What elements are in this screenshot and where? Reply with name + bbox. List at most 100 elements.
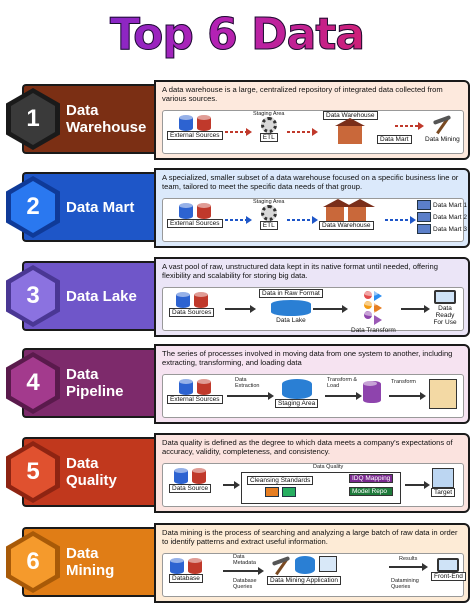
mart-icon bbox=[417, 212, 431, 222]
database-icon bbox=[196, 379, 211, 395]
chart-icon bbox=[281, 487, 296, 497]
flow-arrow bbox=[313, 305, 348, 313]
flow-arrow bbox=[225, 128, 252, 136]
database-node: Database bbox=[169, 558, 203, 583]
mapping-node: IDQ Mapping Model Repo bbox=[349, 474, 394, 496]
concept-panel: The series of processes involved in movi… bbox=[154, 344, 470, 424]
flow-arrow bbox=[385, 216, 416, 224]
flow-arrow bbox=[325, 392, 362, 400]
concept-panel: A specialized, smaller subset of a data … bbox=[154, 168, 470, 248]
page-title: Top 6 Data Concepts bbox=[0, 0, 474, 131]
number-badge: 5 bbox=[6, 441, 60, 503]
staging-area-node: Staging Area bbox=[275, 379, 319, 408]
gear-icon bbox=[260, 205, 277, 221]
flow-arrow bbox=[223, 567, 264, 575]
mart-icon bbox=[417, 200, 431, 210]
flow-arrow bbox=[225, 305, 256, 313]
database-icon bbox=[169, 558, 184, 574]
gear-icon bbox=[260, 117, 277, 133]
chart-icon bbox=[264, 487, 279, 497]
data-sources-node: Data Sources bbox=[169, 292, 215, 317]
front-end-node: Front-End bbox=[431, 558, 466, 581]
lake-icon bbox=[270, 300, 311, 316]
concept-description: A data warehouse is a large, centralized… bbox=[162, 85, 443, 104]
target-node: Target bbox=[431, 468, 456, 497]
report-icon bbox=[318, 556, 337, 572]
concept-panel: A data warehouse is a large, centralized… bbox=[154, 80, 470, 160]
data-transform-node: Data Transform bbox=[351, 290, 396, 334]
flow-diagram: Data Sources Data in Raw Format Data Lak… bbox=[162, 287, 464, 334]
flow-arrow bbox=[395, 122, 424, 130]
data-marts-node: Data Mart 1 Data Mart 2 Data Mart 3 bbox=[417, 200, 467, 234]
etl-node: Staging Area ETL bbox=[253, 199, 285, 230]
database-stack-icon bbox=[294, 556, 315, 574]
flow-arrow bbox=[405, 481, 430, 489]
arrow-icon bbox=[374, 303, 383, 313]
dot-icon bbox=[364, 301, 379, 309]
database-icon bbox=[178, 115, 193, 131]
dashboard-node bbox=[429, 379, 457, 409]
pickaxe-icon bbox=[432, 115, 452, 135]
data-source-node: Data Source bbox=[169, 468, 212, 493]
flow-arrow bbox=[223, 481, 240, 489]
data-mart-node: Data Mart bbox=[377, 135, 412, 144]
concept-panel: Data mining is the process of searching … bbox=[154, 523, 470, 603]
number-badge: 4 bbox=[6, 352, 60, 414]
data-lake-node: Data in Raw Format Data Lake bbox=[259, 289, 323, 324]
dot-icon bbox=[364, 311, 379, 319]
external-sources-node: External Sources bbox=[167, 115, 223, 140]
flow-arrow bbox=[287, 216, 318, 224]
cleansing-standards-node: Cleansing Standards bbox=[247, 476, 314, 497]
warehouse-icon bbox=[323, 199, 354, 221]
concept-panel: A vast pool of raw, unstructured data ke… bbox=[154, 257, 470, 337]
external-sources-node: External Sources bbox=[167, 203, 223, 228]
database-stack-icon bbox=[281, 379, 312, 399]
concept-description: Data quality is defined as the degree to… bbox=[162, 438, 453, 457]
flow-arrow bbox=[389, 563, 428, 571]
concept-description: A vast pool of raw, unstructured data ke… bbox=[162, 262, 438, 281]
flow-arrow bbox=[401, 305, 430, 313]
flow-arrow bbox=[227, 392, 274, 400]
concept-description: Data mining is the process of searching … bbox=[162, 528, 458, 547]
concept-row-data-lake: 3 Data Lake A vast pool of raw, unstruct… bbox=[6, 255, 470, 337]
arrow-icon bbox=[374, 315, 383, 325]
external-sources-node: External Sources bbox=[167, 379, 223, 404]
warehouse-icon bbox=[345, 199, 376, 221]
concept-panel: Data quality is defined as the degree to… bbox=[154, 433, 470, 513]
database-icon bbox=[178, 379, 193, 395]
data-ready-node: Data Ready For Use bbox=[429, 290, 461, 326]
data-warehouse-node: Data Warehouse bbox=[319, 199, 376, 230]
dashboard-icon bbox=[429, 379, 457, 409]
mart-icon bbox=[417, 224, 431, 234]
flow-diagram: External Sources Staging Area ETL Data W… bbox=[162, 110, 464, 154]
database-icon bbox=[196, 115, 211, 131]
flow-diagram: External Sources Data Extraction Staging… bbox=[162, 374, 464, 418]
number-badge: 3 bbox=[6, 265, 60, 327]
data-mining-application-node: Data Mining Application bbox=[267, 556, 341, 585]
database-icon bbox=[193, 292, 208, 308]
laptop-icon bbox=[437, 558, 460, 572]
database-icon bbox=[187, 558, 202, 574]
concept-name: Data Lake bbox=[66, 287, 137, 305]
database-icon bbox=[192, 468, 207, 484]
laptop-icon bbox=[434, 290, 456, 304]
flow-arrow bbox=[389, 392, 426, 400]
database-icon bbox=[363, 381, 381, 403]
flow-diagram: External Sources Staging Area ETL Data W… bbox=[162, 198, 467, 242]
etl-node: Staging Area ETL bbox=[253, 111, 285, 142]
database-icon bbox=[175, 292, 190, 308]
concept-row-data-mart: 2 Data Mart A specialized, smaller subse… bbox=[6, 166, 470, 248]
flow-diagram: Database Data Metadata Database Queries … bbox=[162, 553, 466, 597]
database-icon bbox=[196, 203, 211, 219]
flow-diagram: Data Source Data Quality Cleansing Stand… bbox=[162, 463, 464, 507]
data-mining-node: Data Mining bbox=[425, 115, 460, 143]
target-icon bbox=[432, 468, 455, 488]
